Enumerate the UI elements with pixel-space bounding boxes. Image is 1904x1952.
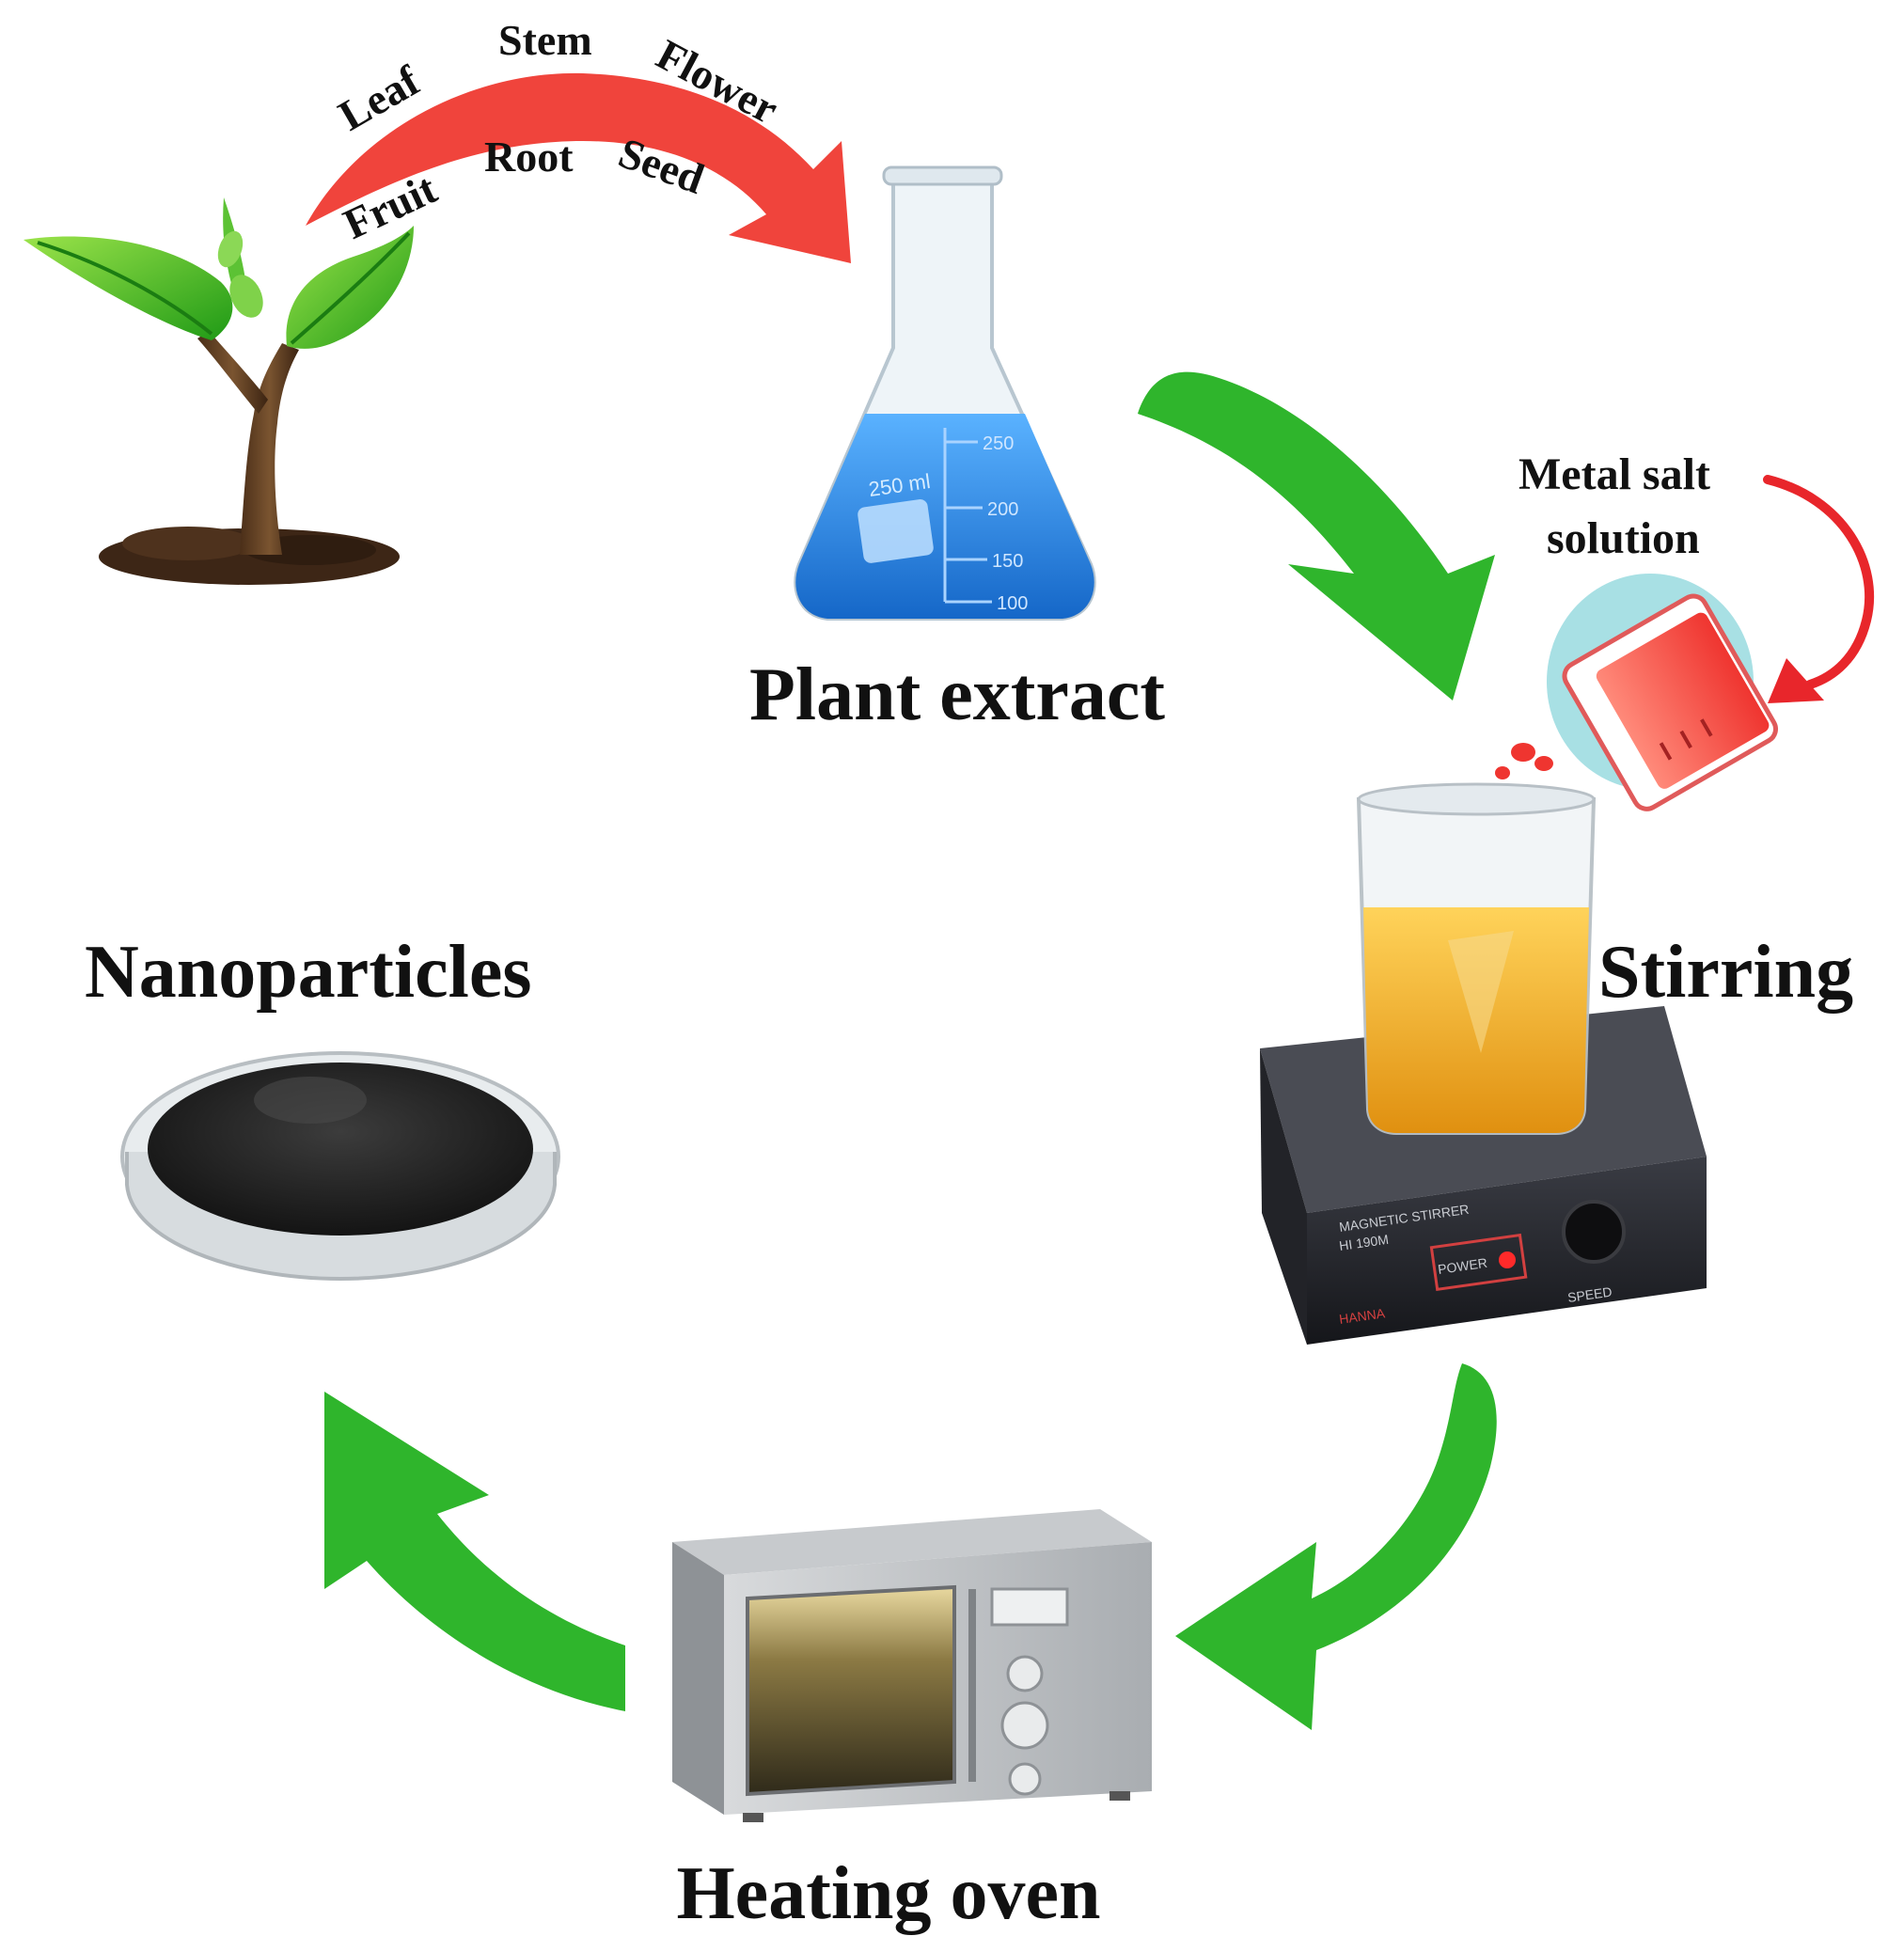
stirrer-panel-line2: HI 190M (1338, 1232, 1390, 1253)
plant-part-root: Root (484, 133, 574, 181)
stirrer-speed-label: SPEED (1566, 1284, 1613, 1305)
plant-trunk (240, 343, 299, 555)
label-nanoparticles: Nanoparticles (85, 931, 532, 1014)
heating-oven (672, 1509, 1152, 1822)
nanoparticle-dish (120, 1051, 560, 1282)
label-metal-salt-line2: solution (1547, 513, 1700, 563)
stirrer-speed-knob (1562, 1200, 1626, 1264)
oven-knob-1 (1006, 1655, 1044, 1692)
stirrer-brand: HANNA (1338, 1305, 1386, 1327)
flask-mark-250: 250 (983, 433, 1014, 454)
flask-mark-100: 100 (997, 593, 1028, 614)
flask-mark-150: 150 (992, 551, 1023, 572)
oven-window (746, 1584, 956, 1797)
cycle-arrow-extract-to-stirring (1138, 371, 1495, 701)
plant-illustration (24, 197, 414, 585)
cycle-arrow-stirring-to-oven (1175, 1363, 1497, 1730)
label-metal-salt-line1: Metal salt (1518, 449, 1710, 499)
plant-leaf-left (24, 236, 233, 340)
label-stirring: Stirring (1598, 931, 1853, 1014)
metal-salt-beaker (1495, 574, 1778, 811)
metal-salt-liquid (1596, 612, 1770, 789)
stirrer-power-label: POWER (1437, 1255, 1488, 1277)
oven-knob-3 (1008, 1762, 1042, 1796)
metal-salt-arrow (1763, 475, 1875, 689)
erlenmeyer-flask: 250 ml 250 200 150 100 (794, 165, 1096, 621)
plant-parts-arrow (306, 72, 851, 263)
oven-knob-2 (1000, 1701, 1049, 1750)
label-heating-oven: Heating oven (676, 1852, 1100, 1935)
cycle-arrow-oven-to-nanoparticles (324, 1392, 625, 1711)
stirring-beaker (1356, 782, 1597, 1135)
plant-part-stem: Stem (498, 16, 592, 64)
oven-display (990, 1587, 1069, 1627)
flask-mark-200: 200 (987, 499, 1018, 520)
label-plant-extract: Plant extract (749, 653, 1165, 736)
stirrer-power-light (1499, 1251, 1516, 1268)
flask-label-patch (858, 499, 934, 563)
nanoparticle-powder (148, 1063, 533, 1236)
